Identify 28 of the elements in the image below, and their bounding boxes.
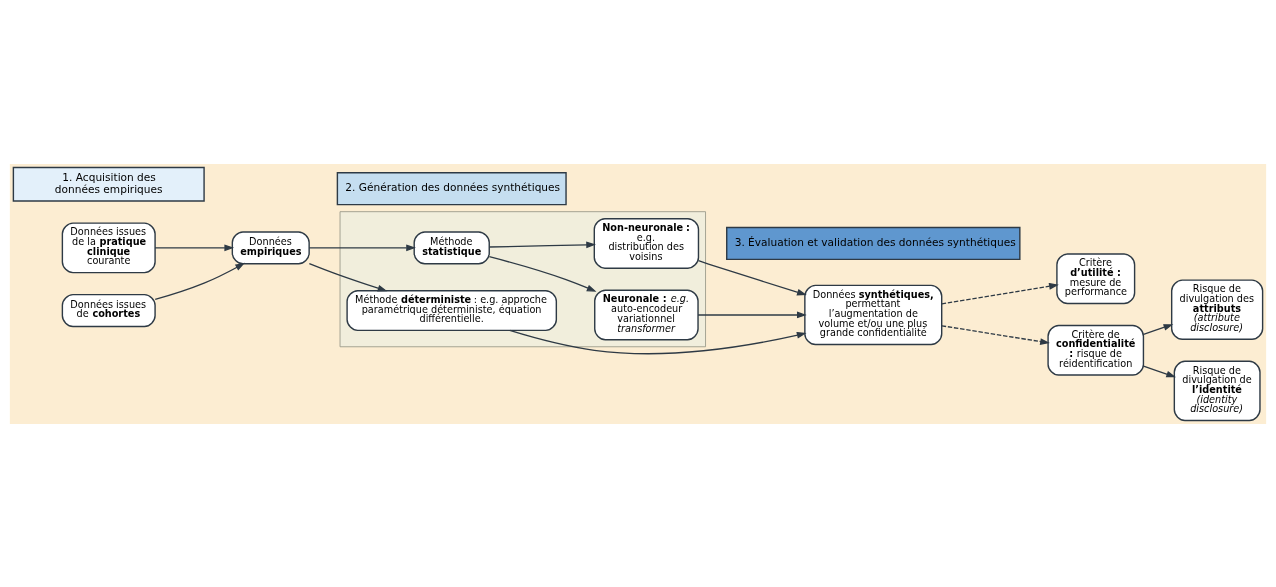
node-box: 2. Génération des données synthétiques (336, 171, 567, 205)
arrow (697, 259, 807, 295)
node-box: Non-neuronale : e.g. distribution des voisins (593, 217, 700, 269)
cluster (339, 210, 706, 347)
arrow (488, 255, 597, 292)
node-box: Méthode déterministe : e.g. approche paramétrique déterministe, équation différentielle. (346, 289, 558, 331)
node-box: Neuronale : e.g. auto-encodeur variationnel transformer (594, 289, 699, 340)
node-box: Données issues de cohortes (61, 293, 156, 327)
node-box: 1. Acquisition des données empiriques (12, 166, 205, 202)
arrow (1142, 365, 1177, 377)
node-box: Données issues de la pratique clinique courante (61, 221, 156, 273)
node-box: Risque de divulgation des attributs (attribute disclosure) (1170, 278, 1264, 340)
arrow (308, 262, 388, 291)
node-box: Critère de confidentialité : risque de réidentification (1047, 324, 1145, 376)
arrow (941, 282, 1059, 305)
node-box: Données empiriques (231, 230, 310, 264)
node-box: Méthode statistique (413, 230, 490, 264)
node-box: 3. Évaluation et validation des données synthétiques (726, 226, 1021, 260)
node-box: Critère d’utilité : mesure de performance (1056, 252, 1136, 304)
arrow (308, 243, 416, 251)
arrow (154, 243, 235, 251)
arrow (154, 262, 245, 300)
arrow (941, 324, 1050, 345)
arrow (488, 240, 596, 248)
node-box: Risque de divulgation de l’identité (identity disclosure) (1173, 360, 1261, 421)
arrow (697, 311, 807, 318)
node-box: Données synthétiques, permettant l’augmentation de volume et/ou une plus grande confidentialité (804, 284, 943, 345)
arrow (1142, 323, 1174, 335)
